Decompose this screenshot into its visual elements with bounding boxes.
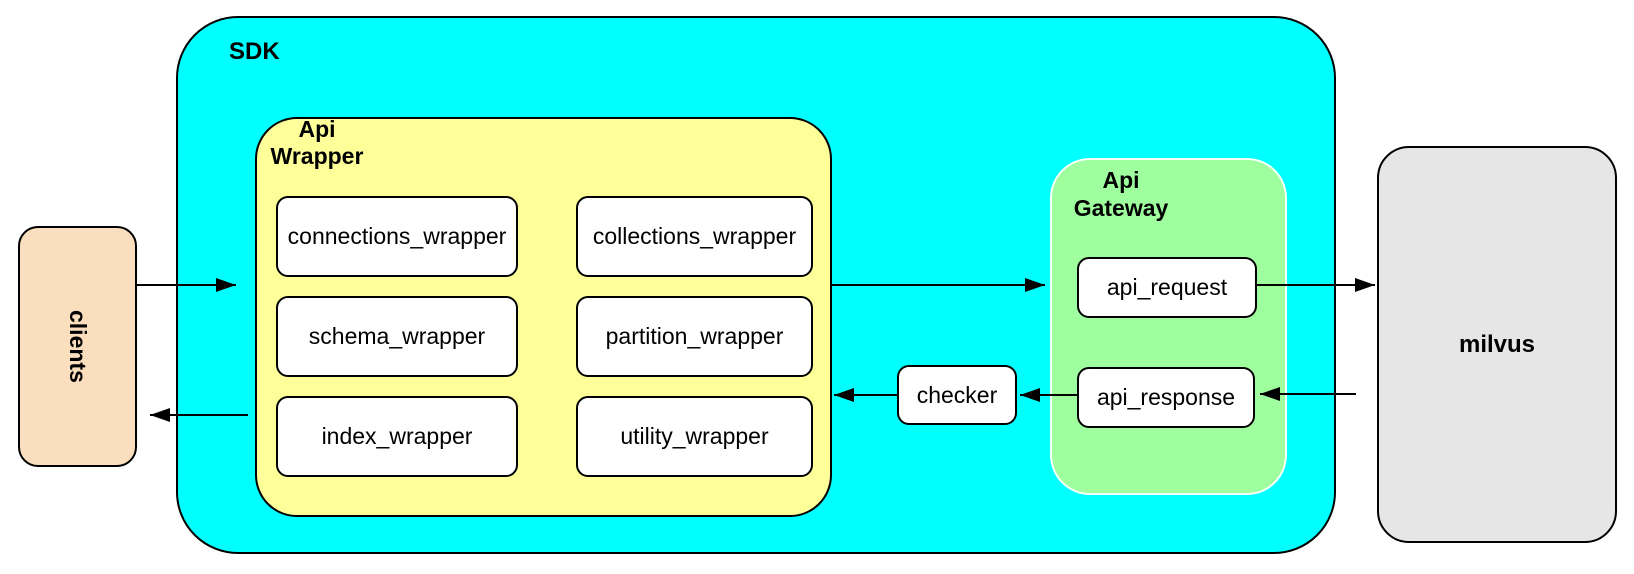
milvus-label: milvus bbox=[1458, 330, 1536, 358]
sdk-label: SDK bbox=[229, 38, 280, 65]
api-wrapper-label: Api Wrapper bbox=[270, 116, 364, 169]
api-response-node: api_response bbox=[1077, 367, 1255, 428]
partition-wrapper-node: partition_wrapper bbox=[576, 296, 813, 377]
utility-wrapper-label: utility_wrapper bbox=[620, 423, 769, 449]
schema-wrapper-node: schema_wrapper bbox=[276, 296, 518, 377]
clients-box: clients bbox=[18, 226, 137, 467]
api-response-label: api_response bbox=[1096, 384, 1236, 410]
api-request-label: api_request bbox=[1106, 274, 1228, 300]
api-gateway-label: Api Gateway bbox=[1073, 167, 1169, 221]
checker-label: checker bbox=[916, 381, 998, 408]
clients-label: clients bbox=[65, 310, 91, 383]
utility-wrapper-node: utility_wrapper bbox=[576, 396, 813, 477]
connections-wrapper-node: connections_wrapper bbox=[276, 196, 518, 277]
checker-node: checker bbox=[897, 365, 1017, 425]
api-gateway-container bbox=[1050, 158, 1287, 495]
index-wrapper-node: index_wrapper bbox=[276, 396, 518, 477]
schema-wrapper-label: schema_wrapper bbox=[308, 323, 486, 349]
api-request-node: api_request bbox=[1077, 257, 1257, 318]
index-wrapper-label: index_wrapper bbox=[321, 423, 473, 449]
collections-wrapper-node: collections_wrapper bbox=[576, 196, 813, 277]
partition-wrapper-label: partition_wrapper bbox=[605, 323, 784, 349]
collections-wrapper-label: collections_wrapper bbox=[592, 223, 797, 249]
connections-wrapper-label: connections_wrapper bbox=[287, 223, 507, 249]
milvus-box: milvus bbox=[1377, 146, 1617, 543]
